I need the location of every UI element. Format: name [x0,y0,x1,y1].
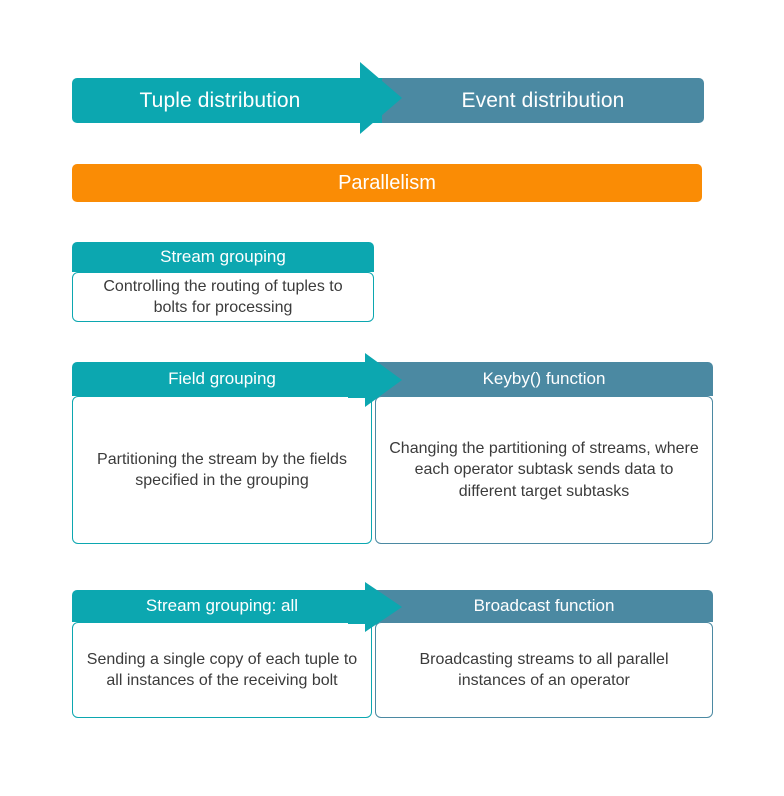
field-grouping-header-label: Field grouping [168,369,276,388]
field-grouping-header: Field grouping [72,362,372,396]
stream-grouping-body: Controlling the routing of tuples to bol… [72,272,374,322]
arrow-right-icon [340,62,402,134]
field-grouping-body: Partitioning the stream by the fields sp… [72,396,372,544]
broadcast-function-header-label: Broadcast function [473,596,615,615]
stream-grouping-all-body-text: Sending a single copy of each tuple to a… [86,650,358,689]
parallelism-label: Parallelism [338,171,436,194]
field-grouping-body-text: Partitioning the stream by the fields sp… [97,450,347,489]
keyby-function-header-label: Keyby() function [482,369,606,388]
keyby-function-body: Changing the partitioning of streams, wh… [375,396,713,544]
keyby-function-header: Keyby() function [375,362,713,396]
stream-grouping-header: Stream grouping [72,242,374,272]
broadcast-function-header: Broadcast function [375,590,713,622]
broadcast-function-body-text: Broadcasting streams to all parallel ins… [419,650,669,689]
parallelism-bar: Parallelism [72,164,702,202]
stream-grouping-body-text: Controlling the routing of tuples to bol… [103,277,343,316]
keyby-function-body-text: Changing the partitioning of streams, wh… [389,439,699,500]
title-bar-right-event-distribution: Event distribution [382,78,704,123]
broadcast-function-body: Broadcasting streams to all parallel ins… [375,622,713,718]
title-bar-right-label: Event distribution [461,88,625,112]
title-bar-left-tuple-distribution: Tuple distribution [72,78,382,123]
stream-grouping-all-header-label: Stream grouping: all [145,596,299,615]
stream-grouping-all-body: Sending a single copy of each tuple to a… [72,622,372,718]
stream-grouping-header-label: Stream grouping [160,247,286,266]
title-bar-left-label: Tuple distribution [139,88,301,112]
stream-grouping-all-header: Stream grouping: all [72,590,372,622]
